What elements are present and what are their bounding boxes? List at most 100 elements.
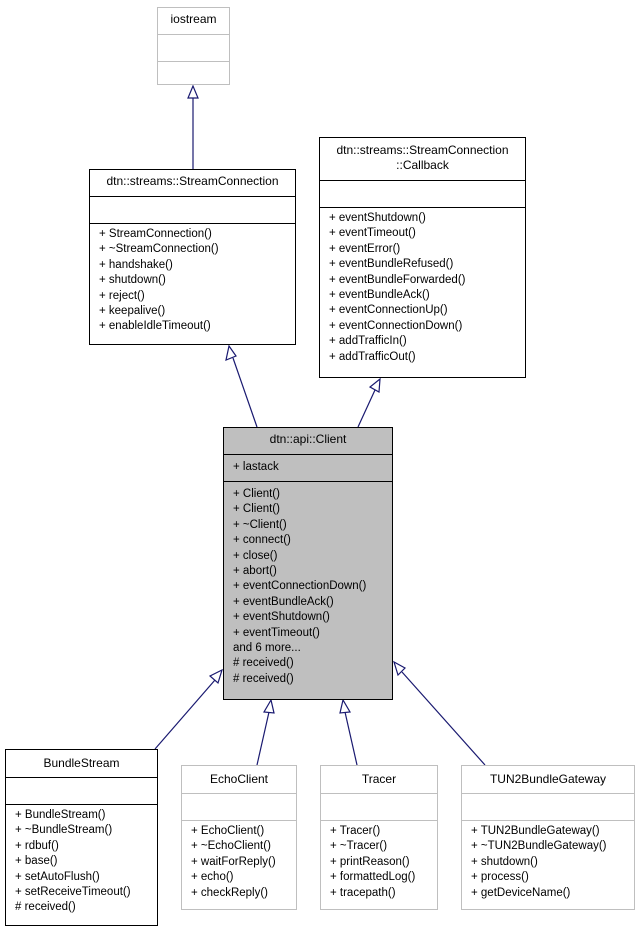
method: + StreamConnection() (99, 228, 212, 240)
method: + handshake() (99, 258, 173, 271)
class-echo-client: EchoClient + EchoClient() + ~EchoClient(… (181, 765, 297, 910)
attributes-section (6, 778, 157, 805)
methods-section (158, 62, 229, 84)
attribute: + lastack (233, 461, 279, 473)
method: + reject() (99, 289, 145, 302)
class-title: EchoClient (209, 772, 269, 786)
method: + waitForReply() (191, 855, 276, 868)
method: + echo() (191, 871, 234, 884)
method: + addTrafficIn() (329, 335, 407, 348)
class-bundle-stream: BundleStream + BundleStream() + ~BundleS… (5, 749, 158, 926)
methods-section: + EchoClient() + ~EchoClient() + waitFor… (182, 821, 296, 904)
method: + keepalive() (99, 304, 166, 317)
method: + EchoClient() (191, 825, 265, 837)
class-title: Tracer (361, 772, 397, 786)
method: + eventBundleAck() (233, 595, 334, 608)
method: + eventBundleRefused() (329, 258, 454, 271)
method: + base() (15, 855, 58, 868)
attributes-section (320, 181, 525, 208)
class-iostream: iostream (157, 7, 230, 85)
method: + formattedLog() (330, 871, 416, 884)
method: + ~Tracer() (330, 840, 388, 853)
arrowhead-streamconnection (225, 344, 237, 361)
class-title: BundleStream (43, 756, 120, 770)
method: # received() (15, 901, 76, 914)
class-stream-connection: dtn::streams::StreamConnection + StreamC… (89, 169, 296, 345)
method: + rdbuf() (15, 839, 59, 852)
class-tun2-bundle-gateway: TUN2BundleGateway + TUN2BundleGateway() … (461, 765, 635, 910)
attributes-section (182, 794, 296, 821)
methods-section: + TUN2BundleGateway() + ~TUN2BundleGatew… (462, 821, 634, 904)
method: + close() (233, 549, 278, 562)
arrowhead-client-2 (263, 698, 275, 714)
method: + connect() (233, 534, 291, 547)
class-tracer: Tracer + Tracer() + ~Tracer() + printRea… (320, 765, 438, 910)
method: + TUN2BundleGateway() (471, 825, 600, 837)
attributes-section (158, 35, 229, 62)
method: + ~TUN2BundleGateway() (471, 840, 607, 853)
method: + tracepath() (330, 886, 396, 899)
method: + Tracer() (330, 825, 381, 837)
method: + enableIdleTimeout() (99, 320, 211, 333)
attributes-section (90, 197, 295, 224)
method: + Client() (233, 488, 280, 500)
method: + setAutoFlush() (15, 870, 100, 883)
method: + eventShutdown() (233, 611, 330, 624)
method: + addTrafficOut() (329, 350, 416, 363)
class-title-line2: ::Callback (396, 158, 449, 172)
arrowhead-client-1 (208, 668, 223, 685)
class-title: dtn::api::Client (269, 432, 347, 446)
edge-client-streamconnection (232, 357, 258, 428)
edge-client-callback (357, 389, 376, 428)
method: + shutdown() (99, 274, 166, 287)
method: + eventShutdown() (329, 212, 426, 224)
attributes-section (462, 794, 634, 821)
more-methods-note: and 6 more... (233, 641, 301, 654)
class-title: dtn::streams::StreamConnection (106, 174, 279, 188)
method: + abort() (233, 564, 277, 577)
method: + setReceiveTimeout() (15, 885, 131, 898)
method: + eventConnectionUp() (329, 304, 448, 317)
method: + process() (471, 871, 529, 884)
method: + eventTimeout() (233, 626, 320, 639)
method: + ~Client() (233, 518, 287, 531)
attributes-section: + lastack (224, 455, 392, 478)
arrowhead-client-3 (339, 698, 351, 714)
method: + ~BundleStream() (15, 824, 113, 837)
methods-section: + Client() + Client() + ~Client() + conn… (224, 482, 392, 690)
method: + Client() (233, 503, 280, 516)
method: + getDeviceName() (471, 886, 571, 899)
method: + checkReply() (191, 886, 269, 899)
methods-section: + BundleStream() + ~BundleStream() + rdb… (6, 805, 157, 919)
method: + ~EchoClient() (191, 840, 271, 853)
method: # received() (233, 657, 294, 670)
method: + BundleStream() (15, 809, 106, 821)
method: # received() (233, 672, 294, 685)
method: + ~StreamConnection() (99, 243, 219, 256)
edge-tracer-client (344, 711, 358, 766)
method: + shutdown() (471, 855, 538, 868)
method: + eventTimeout() (329, 227, 416, 240)
method: + printReason() (330, 855, 410, 868)
class-title: TUN2BundleGateway (489, 772, 607, 786)
edge-tun2-client (401, 671, 486, 766)
arrowhead-client-4 (392, 660, 406, 677)
class-stream-connection-callback: dtn::streams::StreamConnection ::Callbac… (319, 137, 526, 378)
methods-section: + StreamConnection() + ~StreamConnection… (90, 224, 295, 338)
methods-section: + Tracer() + ~Tracer() + printReason() +… (321, 821, 437, 904)
methods-section: + eventShutdown() + eventTimeout() + eve… (320, 208, 525, 368)
method: + eventConnectionDown() (233, 580, 367, 593)
arrowhead-callback (368, 377, 381, 393)
arrowhead-iostream (187, 84, 199, 99)
method: + eventBundleForwarded() (329, 273, 466, 286)
method: + eventConnectionDown() (329, 319, 463, 332)
edge-echoclient-client (256, 711, 270, 766)
edge-bundlestream-client (154, 679, 216, 750)
attributes-section (321, 794, 437, 821)
class-client: dtn::api::Client + lastack + Client() + … (223, 427, 393, 700)
class-title: iostream (170, 12, 217, 26)
method: + eventError() (329, 242, 401, 255)
method: + eventBundleAck() (329, 288, 430, 301)
class-title-line1: dtn::streams::StreamConnection (336, 143, 509, 157)
